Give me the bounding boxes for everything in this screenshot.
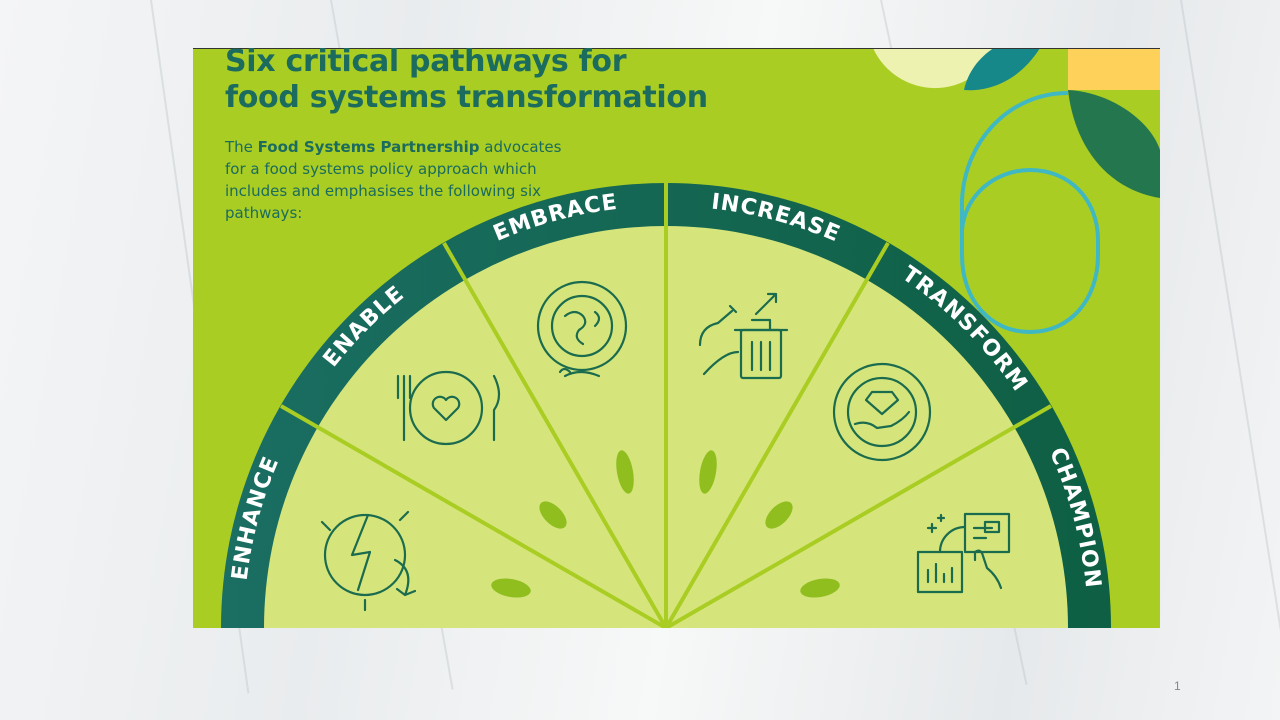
decor-citrus (1068, 48, 1160, 90)
number-six-outline (960, 91, 1100, 335)
food-waste-bin-icon (698, 292, 789, 380)
climate-globe-icon (320, 510, 417, 612)
food-globe-icon (536, 280, 628, 378)
decor-circle (873, 48, 997, 89)
hand-gem-cycle-icon (832, 362, 932, 462)
sector-dividers (280, 183, 1052, 628)
decor-leaf (964, 48, 1075, 91)
fork-knife-heart-icon (396, 370, 501, 446)
title-line-2: food systems transformation (225, 80, 708, 115)
page-number: 1 (1174, 679, 1181, 693)
data-dashboard-icon (916, 512, 1011, 594)
decor-leaf-dark (1068, 90, 1160, 198)
slide-title: Six critical pathways for food systems t… (225, 44, 708, 116)
intro-post: advocates for a food systems policy appr… (225, 138, 562, 222)
leaf-decorations (491, 450, 840, 598)
intro-text: The Food Systems Partnership advocates f… (225, 136, 565, 224)
intro-organisation: Food Systems Partnership (257, 138, 480, 156)
title-line-1: Six critical pathways for (225, 44, 627, 79)
intro-pre: The (225, 138, 258, 156)
